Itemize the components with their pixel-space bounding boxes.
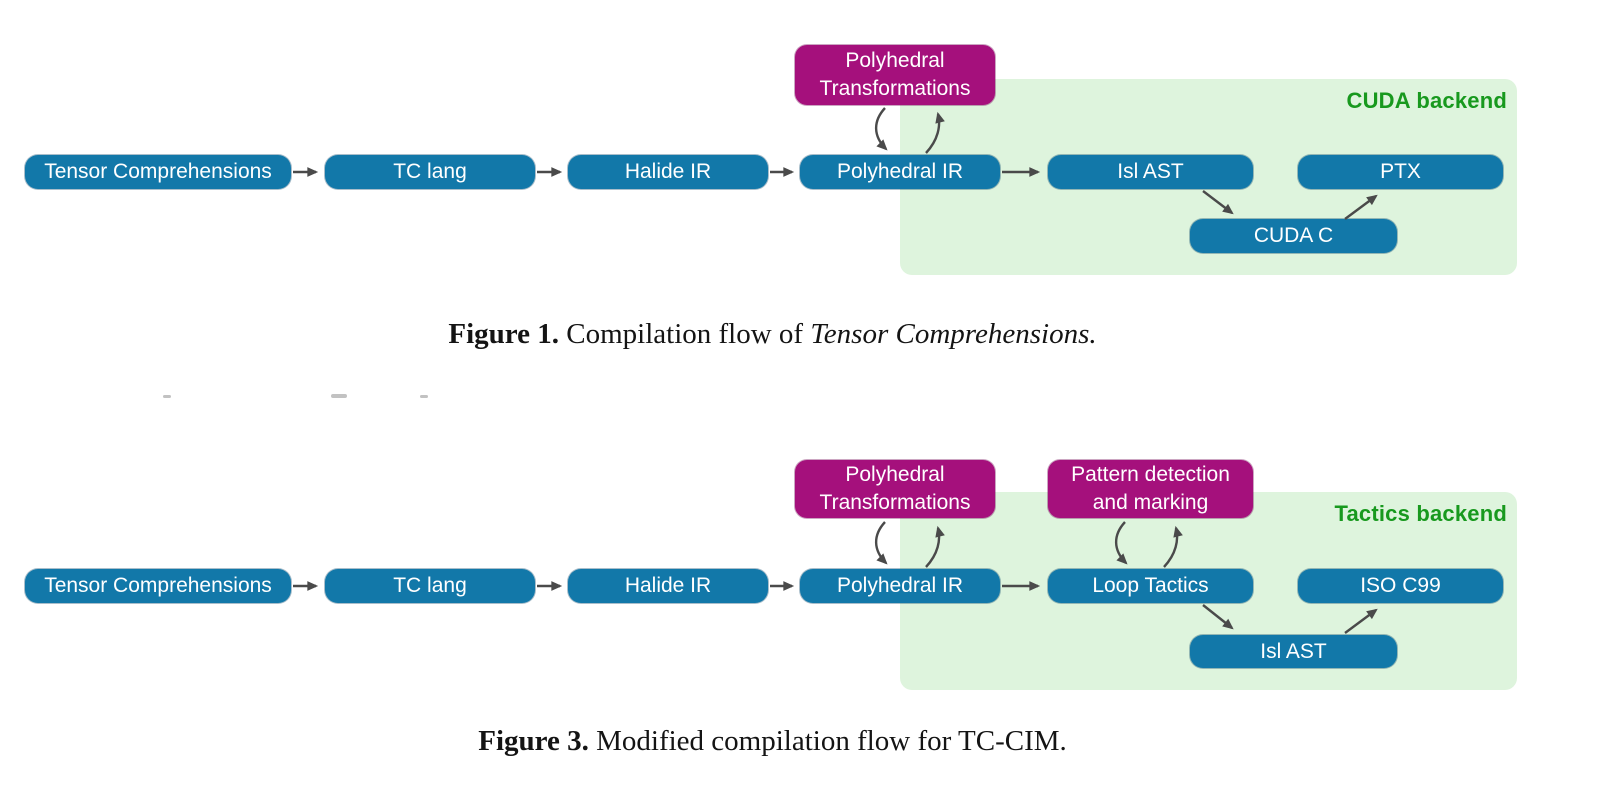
figure1-diagram: CUDA backend Polyhedral Transformations … xyxy=(25,45,1517,275)
cropped-text-artifact xyxy=(163,395,171,398)
transform-label-line1: Polyhedral xyxy=(845,463,945,486)
node-cuda-c: CUDA C xyxy=(1190,219,1397,253)
transform-label-line2: Transformations xyxy=(819,491,971,514)
transform-label-line2: and marking xyxy=(1092,491,1209,514)
polyhedral-transformations-box: Polyhedral Transformations xyxy=(795,45,995,105)
node-tensor-comprehensions: Tensor Comprehensions xyxy=(25,155,291,189)
node-isl-ast: Isl AST xyxy=(1190,635,1397,668)
node-loop-tactics: Loop Tactics xyxy=(1048,569,1253,603)
cuda-backend-label: CUDA backend xyxy=(1346,88,1507,113)
node-polyhedral-ir: Polyhedral IR xyxy=(800,569,1000,603)
transform-label-line2: Transformations xyxy=(819,77,971,100)
figure3-diagram: Tactics backend Polyhedral Transformatio… xyxy=(0,420,1600,720)
node-iso-c99: ISO C99 xyxy=(1298,569,1503,603)
figure3-caption-label: Figure 3. xyxy=(478,725,589,757)
pattern-detection-box: Pattern detection and marking xyxy=(1048,460,1253,518)
figure1-caption-body: Compilation flow of xyxy=(559,318,811,350)
node-polyhedral-ir: Polyhedral IR xyxy=(800,155,1000,189)
figure1-caption: Figure 1. Compilation flow of Tensor Com… xyxy=(0,315,1545,353)
figure3-caption-body: Modified compilation flow for TC-CIM. xyxy=(588,725,1067,757)
node-halide-ir: Halide IR xyxy=(568,155,768,189)
node-tc-lang: TC lang xyxy=(325,569,535,603)
transform-label-line1: Polyhedral xyxy=(845,49,945,72)
node-ptx: PTX xyxy=(1298,155,1503,189)
node-halide-ir: Halide IR xyxy=(568,569,768,603)
tactics-backend-label: Tactics backend xyxy=(1334,501,1507,526)
node-tc-lang: TC lang xyxy=(325,155,535,189)
node-tensor-comprehensions: Tensor Comprehensions xyxy=(25,569,291,603)
node-isl-ast: Isl AST xyxy=(1048,155,1253,189)
figure3-caption: Figure 3. Modified compilation flow for … xyxy=(0,722,1545,760)
figure1-caption-label: Figure 1. xyxy=(448,318,559,350)
figure1-caption-emphasis: Tensor Comprehensions. xyxy=(810,318,1097,350)
polyhedral-transformations-box: Polyhedral Transformations xyxy=(795,460,995,518)
cropped-text-artifact xyxy=(420,395,428,398)
transform-label-line1: Pattern detection xyxy=(1071,463,1230,486)
cropped-text-artifact xyxy=(331,394,347,398)
